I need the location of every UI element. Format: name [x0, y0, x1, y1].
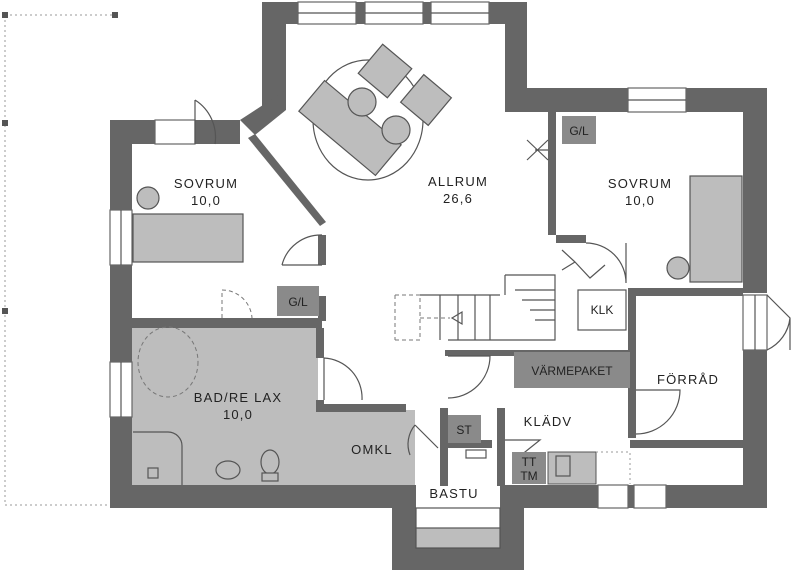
room-name-bastu: BASTU [429, 486, 478, 501]
room-area-sovrum-left: 10,0 [191, 193, 221, 208]
room-name-omkl: OMKL [351, 442, 393, 457]
bed-right [666, 175, 743, 283]
terrace-outline [2, 12, 118, 506]
room-name-kladv: KLÄDV [524, 414, 573, 429]
label-tt: TT [522, 455, 537, 469]
room-area-sovrum-right: 10,0 [625, 193, 655, 208]
room-area-allrum: 26,6 [443, 191, 473, 206]
room-name-sovrum-left: SOVRUM [174, 176, 238, 191]
room-name-sovrum-right: SOVRUM [608, 176, 672, 191]
staircase [394, 249, 606, 341]
allrum-furniture [297, 43, 453, 181]
label-varmepaket: VÄRMEPAKET [531, 364, 613, 378]
fixture-boxes [277, 116, 630, 484]
label-gl-right: G/L [569, 124, 589, 138]
windows [109, 1, 768, 509]
bastu-bench [415, 449, 501, 549]
bed-left [132, 186, 244, 263]
door-swings [194, 99, 791, 457]
label-gl-left: G/L [288, 295, 308, 309]
bathroom-floor [130, 327, 415, 485]
room-name-forrad: FÖRRÅD [657, 372, 719, 387]
room-name-allrum: ALLRUM [428, 174, 488, 189]
bathroom-fixtures [133, 326, 280, 485]
label-klk: KLK [591, 303, 614, 317]
label-tm: TM [520, 469, 537, 483]
kitchen-counter [547, 451, 631, 485]
room-name-bad: BAD/RE LAX [194, 390, 283, 405]
label-st: ST [456, 423, 472, 437]
room-area-bad: 10,0 [223, 407, 253, 422]
